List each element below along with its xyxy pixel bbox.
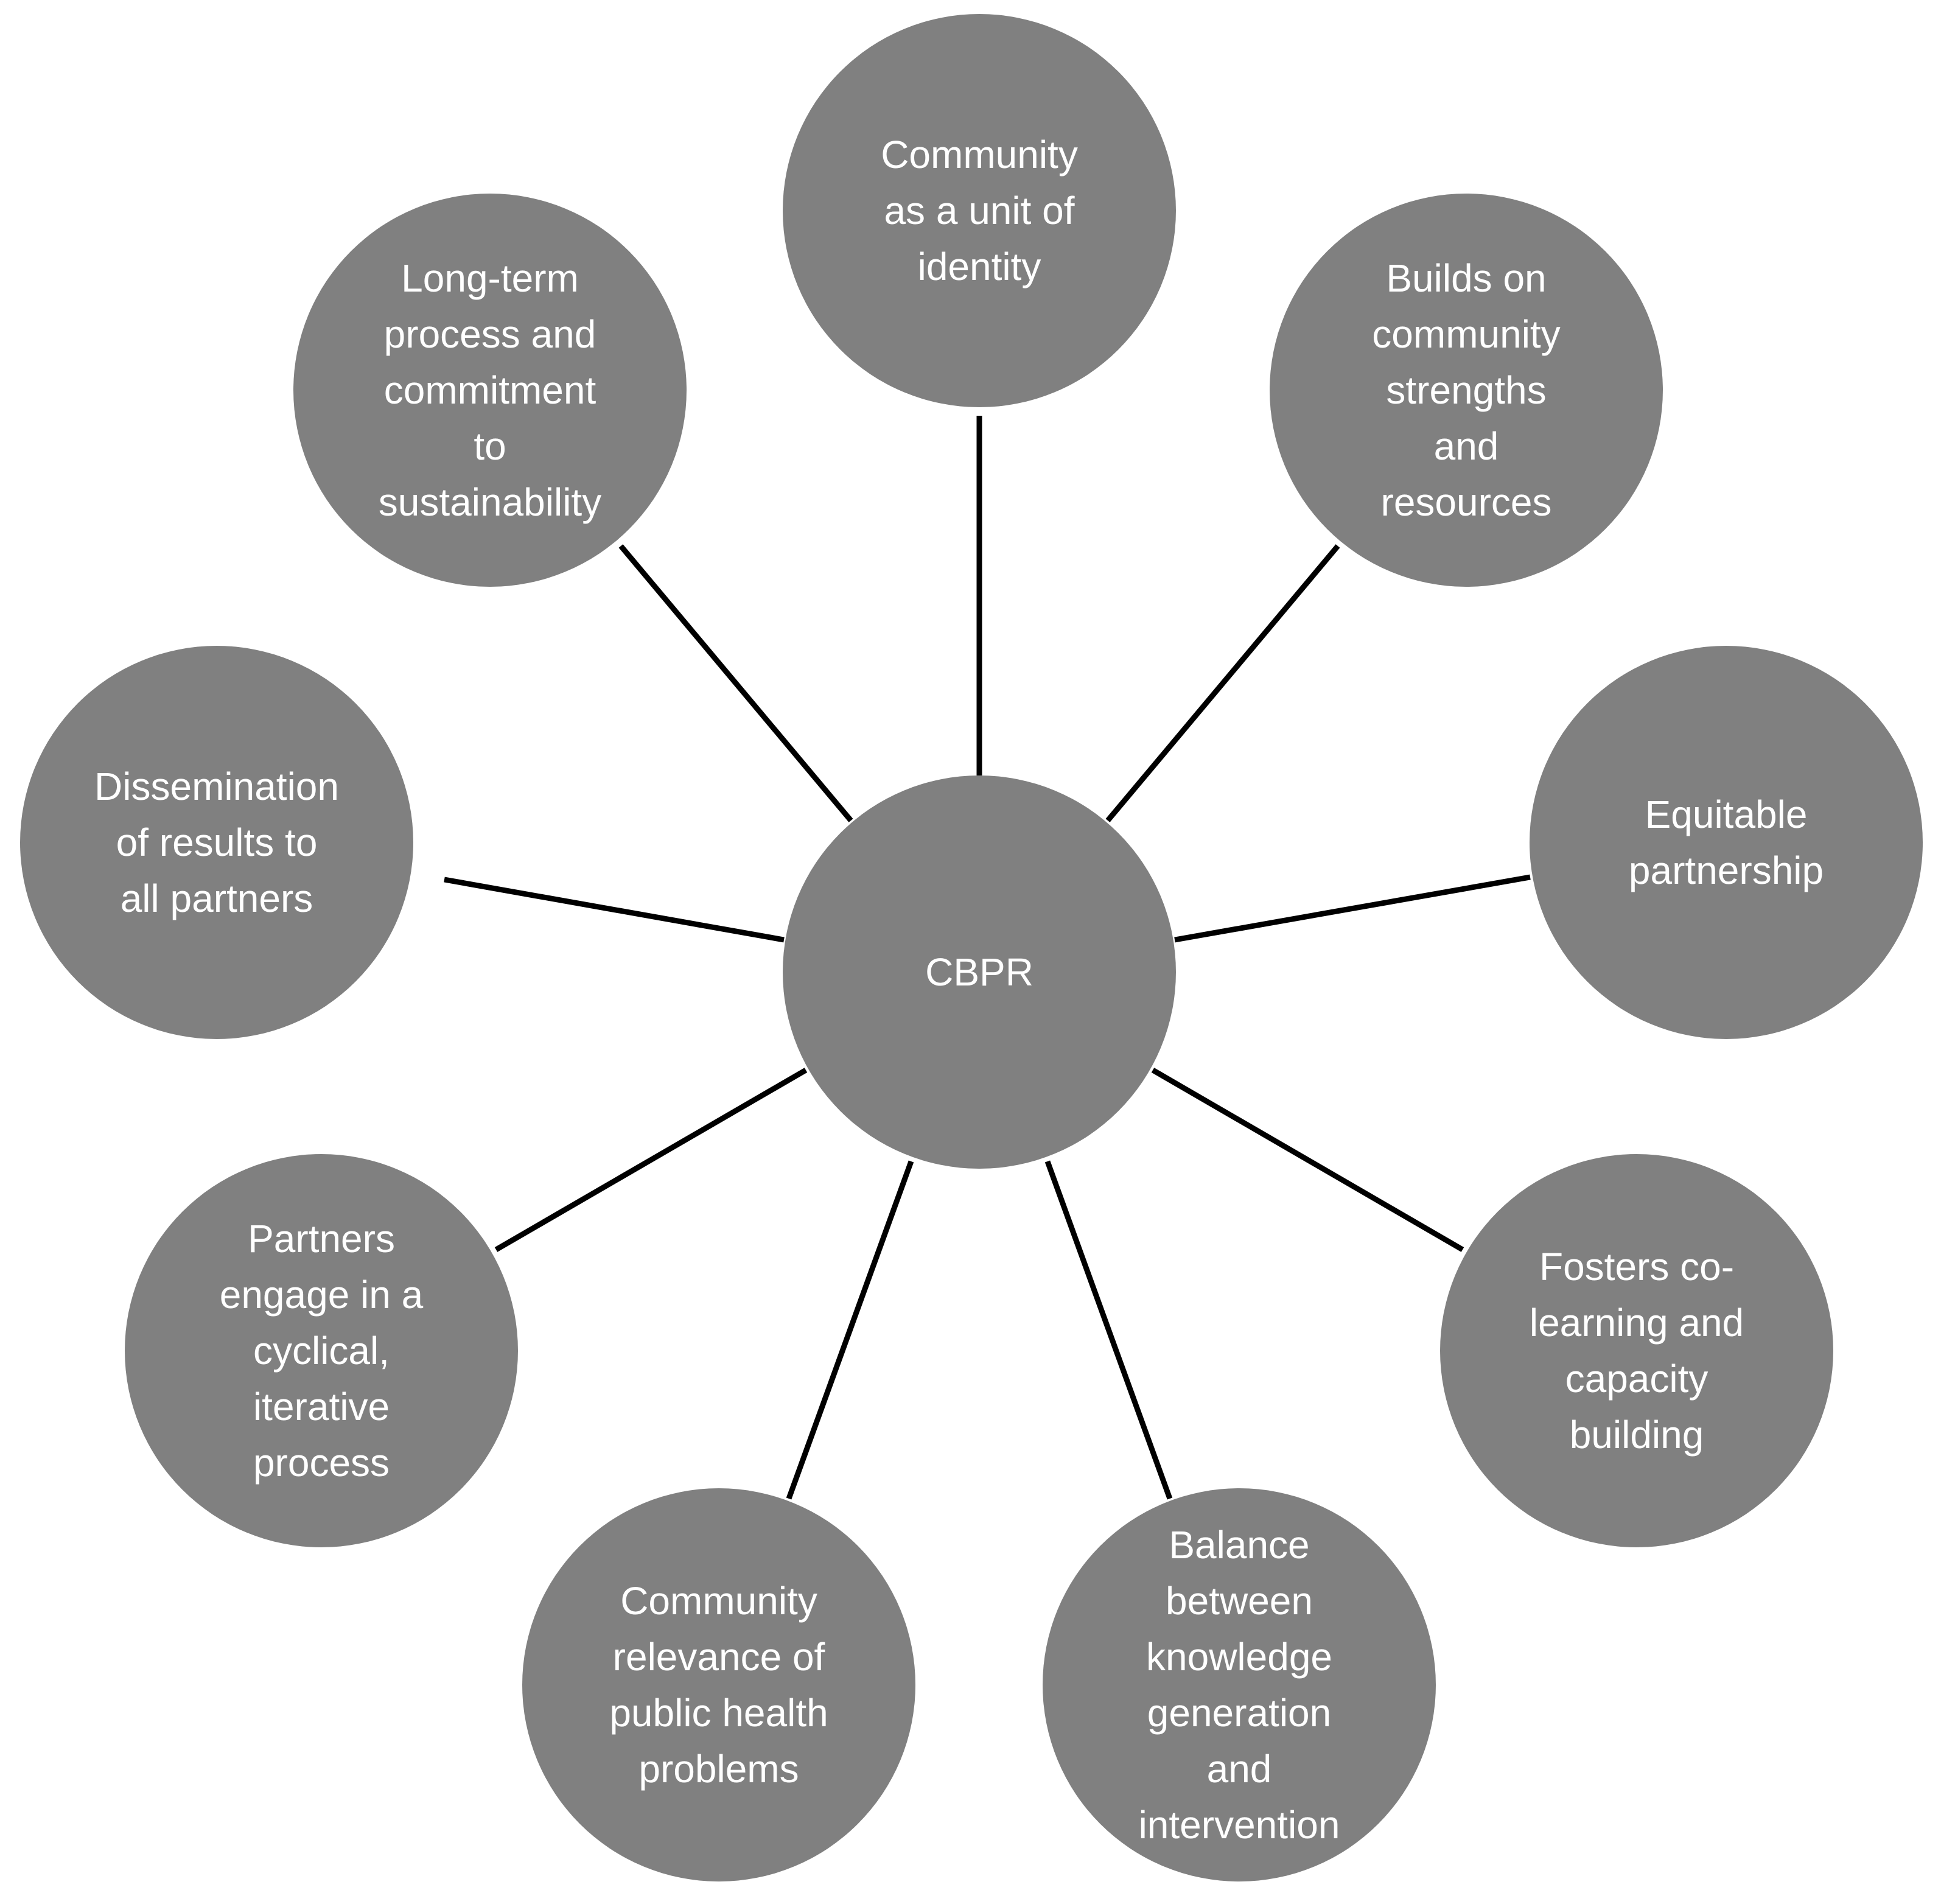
connector-line (1151, 1068, 1464, 1252)
connector-line (494, 1068, 808, 1252)
principle-node-community-strengths: Builds on community strengths and resour… (1270, 194, 1663, 587)
connector-line (618, 544, 853, 822)
principle-node-equitable-partnership: Equitable partnership (1530, 646, 1923, 1039)
principle-node-sustainability: Long-term process and commitment to sust… (293, 194, 687, 587)
principle-node-iterative-process: Partners engage in a cyclical, iterative… (125, 1154, 518, 1547)
principle-node-knowledge-intervention-balance: Balance between knowledge generation and… (1043, 1488, 1436, 1881)
connector-line (1105, 544, 1340, 822)
principle-label: Long-term process and commitment to sust… (378, 256, 602, 524)
principle-node-public-health-relevance: Community relevance of public health pro… (522, 1488, 915, 1881)
principle-node-co-learning: Fosters co- learning and capacity buildi… (1440, 1154, 1833, 1547)
principle-label: Partners engage in a cyclical, iterative… (219, 1217, 424, 1485)
center-node-label: CBPR (925, 950, 1033, 994)
principle-label: Community as a unit of identity (881, 133, 1078, 289)
principle-node-community-identity: Community as a unit of identity (783, 14, 1176, 407)
connector-line (1044, 1160, 1173, 1500)
principle-label: Balance between knowledge generation and… (1138, 1523, 1340, 1847)
connector-line (444, 877, 785, 943)
principle-label: Community relevance of public health pro… (609, 1579, 828, 1791)
principle-node-dissemination: Dissemination of results to all partners (20, 646, 413, 1039)
connector-line (1174, 874, 1531, 943)
center-node-cbpr: CBPR (783, 775, 1176, 1169)
principle-label: Builds on community strengths and resour… (1372, 256, 1561, 524)
principle-label: Equitable partnership (1628, 793, 1824, 892)
principle-label: Dissemination of results to all partners (94, 765, 339, 920)
principle-label: Fosters co- learning and capacity buildi… (1529, 1245, 1744, 1457)
connector-line (786, 1160, 914, 1500)
